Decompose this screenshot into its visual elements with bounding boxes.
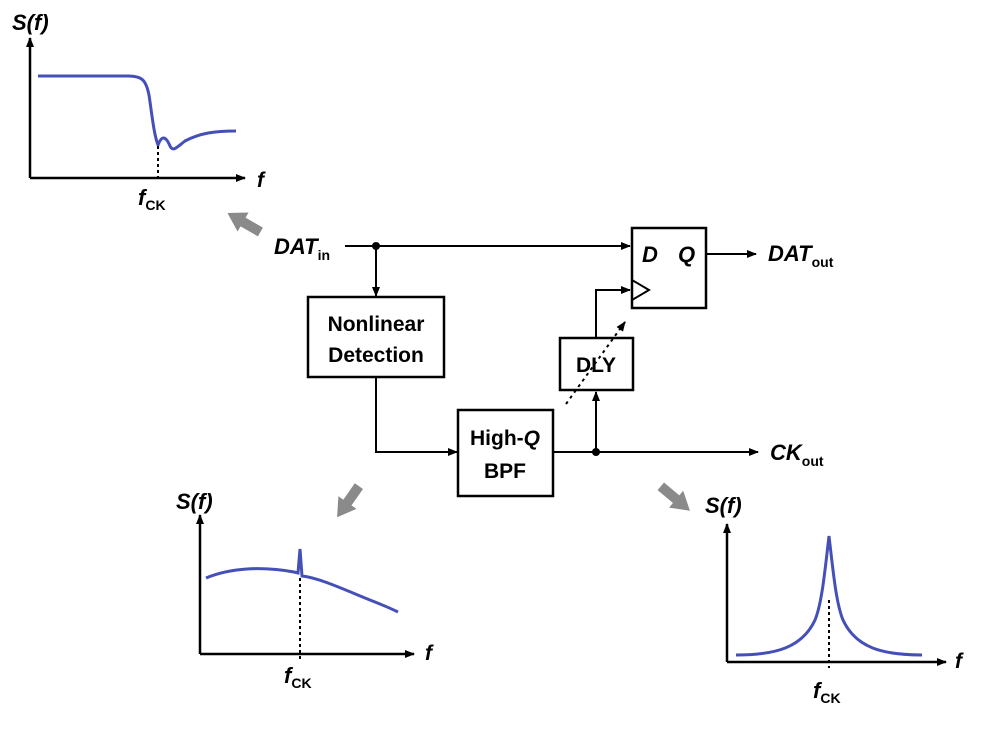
bpf-label-1: High-Q	[470, 427, 540, 450]
ck-out-label: CKout	[770, 440, 824, 469]
wire-nld-to-bpf	[375, 377, 458, 456]
delay-tunable-arrow	[565, 321, 626, 405]
spectrum-input-y-label: S(f)	[12, 10, 49, 35]
spectrum-nld-x-label: f	[425, 642, 434, 665]
spectrum-bpf-curve	[735, 535, 923, 657]
spectrum-bpf: S(f) f fCK	[705, 493, 964, 706]
spectrum-bpf-y-label: S(f)	[705, 493, 742, 518]
nonlinear-label-2: Detection	[328, 344, 424, 367]
ff-d-label: D	[642, 242, 658, 267]
wire-dly-to-clk	[595, 286, 631, 338]
bpf-label-2: BPF	[484, 460, 526, 483]
delay-block: DLY	[558, 336, 635, 392]
dat-out-label: DATout	[768, 241, 834, 270]
hint-arrow-bpf	[657, 482, 690, 511]
spectrum-input-curve	[38, 74, 237, 151]
delay-label: DLY	[576, 354, 616, 377]
ff-q-label: Q	[678, 242, 695, 267]
hint-arrow-nld	[337, 483, 363, 518]
spectrum-nld: S(f) f fCK	[176, 489, 434, 691]
spectrum-input: S(f) f fCK	[12, 10, 266, 213]
spectrum-nld-curve	[205, 548, 399, 614]
nonlinear-detection-block: Nonlinear Detection	[306, 295, 446, 379]
spectrum-bpf-x-label: f	[955, 650, 964, 673]
clock-input-triangle	[631, 279, 651, 301]
d-flip-flop: D Q	[630, 226, 708, 310]
high-q-bpf-block: High-Q BPF	[456, 408, 555, 498]
spectrum-nld-fck-label: fCK	[284, 663, 312, 691]
hint-arrow-input	[227, 212, 263, 237]
spectrum-nld-y-label: S(f)	[176, 489, 213, 514]
spectrum-input-fck-label: fCK	[138, 185, 166, 213]
nonlinear-label-1: Nonlinear	[328, 313, 425, 336]
dat-in-label: DATin	[274, 234, 330, 263]
spectrum-bpf-fck-label: fCK	[813, 678, 841, 706]
spectrum-input-x-label: f	[257, 169, 266, 192]
